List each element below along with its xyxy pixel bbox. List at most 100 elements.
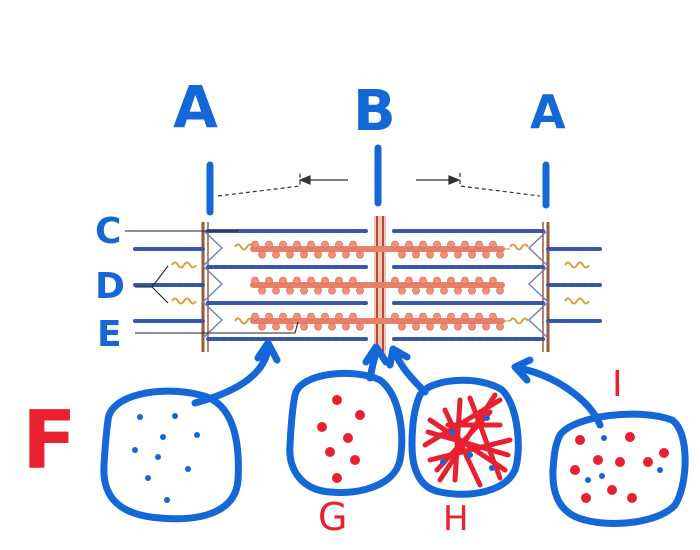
- myosin-head: [321, 240, 329, 249]
- blob-g-outline: [286, 369, 406, 497]
- arrow-to-a-band: [391, 348, 429, 396]
- thick-filaments: [250, 240, 505, 331]
- myosin-head: [433, 240, 441, 249]
- myosin-head: [328, 250, 336, 259]
- blob-dot: [194, 432, 200, 438]
- myosin-head: [314, 286, 322, 295]
- blob-dot: [317, 422, 327, 432]
- myosin-head: [412, 250, 420, 259]
- thin-filaments: [133, 229, 602, 341]
- myosin-head: [489, 240, 497, 249]
- myosin-head: [398, 322, 406, 331]
- myosin-head: [475, 312, 483, 321]
- myosin-head: [293, 276, 301, 285]
- myosin-head: [321, 312, 329, 321]
- myosin-head: [461, 240, 469, 249]
- myosin-head: [405, 312, 413, 321]
- myosin-head: [314, 322, 322, 331]
- myosin-head: [293, 240, 301, 249]
- blob-dot: [164, 497, 170, 503]
- myosin-head: [342, 286, 350, 295]
- myosin-head: [335, 276, 343, 285]
- myosin-head: [405, 240, 413, 249]
- label-b: B: [353, 79, 396, 144]
- myosin-head: [482, 322, 490, 331]
- z-disc-right: [527, 222, 550, 352]
- blob-dot: [607, 485, 617, 495]
- myosin-head: [447, 240, 455, 249]
- myosin-head: [482, 286, 490, 295]
- blob-dot: [132, 447, 138, 453]
- myosin-head: [391, 240, 399, 249]
- myosin-head: [265, 240, 273, 249]
- myosin-head: [272, 250, 280, 259]
- myosin-head: [258, 250, 266, 259]
- blob-dot: [343, 433, 353, 443]
- myosin-head: [265, 312, 273, 321]
- myosin-head: [279, 312, 287, 321]
- myosin-head: [300, 250, 308, 259]
- blob-dot: [325, 447, 335, 457]
- label-a-left: A: [173, 73, 218, 141]
- myosin-head: [398, 286, 406, 295]
- blob-dot: [160, 434, 166, 440]
- myosin-head: [489, 276, 497, 285]
- blob-h-scribble: [422, 392, 513, 488]
- label-i: I: [612, 364, 623, 405]
- label-f: F: [22, 394, 77, 487]
- label-a-right: A: [530, 85, 566, 139]
- arrow-to-overlap-zone: [514, 364, 604, 429]
- myosin-head: [342, 250, 350, 259]
- myosin-head: [279, 276, 287, 285]
- blob-dot: [145, 475, 151, 481]
- blue-annotations: [100, 144, 689, 527]
- myosin-head: [482, 250, 490, 259]
- myosin-head: [433, 312, 441, 321]
- myosin-head: [300, 322, 308, 331]
- myosin-head: [461, 312, 469, 321]
- blob-dot: [172, 413, 178, 419]
- blob-dot: [155, 454, 161, 460]
- myosin-head: [475, 276, 483, 285]
- blob-dot: [332, 473, 342, 483]
- myosin-head: [279, 240, 287, 249]
- blob-dot: [585, 477, 591, 483]
- myosin-head: [251, 240, 259, 249]
- arrow-to-i-band: [191, 346, 272, 407]
- myosin-head: [356, 286, 364, 295]
- myosin-head: [440, 322, 448, 331]
- myosin-head: [496, 250, 504, 259]
- myosin-head: [412, 286, 420, 295]
- blob-i-outline: [549, 410, 689, 527]
- myosin-head: [293, 312, 301, 321]
- blob-dot: [593, 455, 603, 465]
- myosin-head: [454, 250, 462, 259]
- myosin-head: [328, 286, 336, 295]
- label-c: C: [95, 211, 121, 252]
- myosin-head: [272, 286, 280, 295]
- blob-dot: [185, 466, 191, 472]
- myosin-head: [300, 286, 308, 295]
- blob-dot: [355, 410, 365, 420]
- myosin-head: [440, 250, 448, 259]
- blob-dot: [625, 432, 635, 442]
- label-g: G: [318, 495, 347, 539]
- myosin-head: [335, 312, 343, 321]
- myosin-head: [405, 276, 413, 285]
- myosin-head: [286, 286, 294, 295]
- blob-dot: [332, 395, 342, 405]
- myosin-head: [349, 312, 357, 321]
- blob-dot: [643, 457, 653, 467]
- myosin-head: [419, 276, 427, 285]
- myosin-head: [286, 322, 294, 331]
- myosin-head: [489, 312, 497, 321]
- myosin-head: [356, 250, 364, 259]
- label-e: E: [97, 314, 122, 355]
- myosin-head: [335, 240, 343, 249]
- myosin-head: [307, 312, 315, 321]
- myosin-head: [447, 312, 455, 321]
- myosin-head: [307, 240, 315, 249]
- myosin-head: [251, 276, 259, 285]
